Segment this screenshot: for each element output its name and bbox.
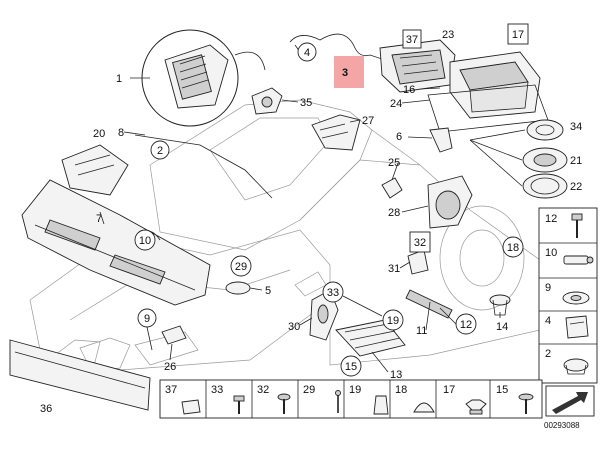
callout-26: 26 [164,361,176,373]
callout-28: 28 [388,207,400,219]
part-1-inset[interactable] [141,29,239,127]
part-22-ring[interactable] [522,173,568,199]
hex-nut-icon[interactable] [465,399,487,415]
callout-32: 32 [414,237,426,249]
flange-screw-icon[interactable] [518,393,534,414]
callout-31: 31 [388,263,400,275]
callout-17: 17 [512,29,524,41]
part-36-bumper[interactable] [9,339,151,411]
leader-lines [99,87,501,373]
part-8-strip[interactable] [134,134,273,199]
callout-labels: 37 17 32 2 4 10 29 9 33 19 15 12 18 1 3 … [40,23,582,415]
callout-1: 1 [116,73,122,85]
callout-2: 2 [157,145,163,157]
pin-icon[interactable] [335,390,341,414]
callout-18: 18 [507,242,519,254]
callout-15: 15 [345,361,357,373]
strip-label-32: 32 [257,384,269,396]
side-hardware-panel: 12 10 9 4 2 [538,207,598,384]
strip-label-37: 37 [165,384,177,396]
screw-icon[interactable] [277,393,291,414]
strip-label-33: 33 [211,384,223,396]
part-5-grommet[interactable] [225,281,251,295]
callout-12: 12 [460,319,472,331]
callout-20: 20 [93,128,105,140]
callout-25: 25 [388,157,400,169]
callout-8: 8 [118,127,124,139]
callout-37: 37 [406,34,418,46]
part-17-box[interactable] [449,51,541,119]
part-27[interactable] [311,114,361,151]
hose-connector-icon[interactable] [563,255,594,265]
callout-box-37 [402,29,422,49]
side-label-2: 2 [545,348,551,360]
callout-16: 16 [403,84,415,96]
callout-24: 24 [390,98,402,110]
strip-label-18: 18 [395,384,407,396]
part-28-cover[interactable] [427,175,473,229]
part-25[interactable] [381,177,403,199]
callout-5: 5 [265,285,271,297]
part-20[interactable] [61,144,129,196]
side-label-9: 9 [545,282,551,294]
callout-9: 9 [144,313,150,325]
callout-21: 21 [570,155,582,167]
callout-35: 35 [300,97,312,109]
part-7-cowl[interactable] [21,179,211,306]
part-6-bracket[interactable] [429,127,453,153]
part-34-cap[interactable] [526,119,564,141]
side-label-4: 4 [545,315,551,327]
callout-3: 3 [342,67,348,79]
callout-10: 10 [139,235,151,247]
callout-19: 19 [387,315,399,327]
grommet-icon[interactable] [562,291,590,305]
screw-icon[interactable] [571,213,583,238]
callout-33: 33 [327,287,339,299]
part-35[interactable] [251,87,283,115]
callout-22: 22 [570,181,582,193]
diagram-number: 00293088 [544,421,580,430]
side-label-12: 12 [545,213,557,225]
callout-6: 6 [396,131,402,143]
part-26[interactable] [161,325,187,345]
part-31[interactable] [407,249,429,275]
callout-36: 36 [40,403,52,415]
direction-arrow-icon [545,385,595,417]
strip-label-29: 29 [303,384,315,396]
callout-box-17 [507,23,529,45]
leaders-rings [469,129,526,187]
part-3-cable[interactable] [289,33,386,61]
callout-34: 34 [570,121,582,133]
part-21-ring[interactable] [522,147,568,173]
callout-30: 30 [288,321,300,333]
callout-13: 13 [390,369,402,381]
part-11-strip[interactable] [405,289,453,319]
clip-icon[interactable] [565,315,589,339]
part-3-highlight[interactable] [334,56,364,88]
callout-27: 27 [362,115,374,127]
callout-11: 11 [416,325,427,337]
bottom-hardware-strip: 37 33 32 29 19 18 17 15 [159,379,543,419]
part-23-tray[interactable] [379,39,456,93]
strip-label-15: 15 [496,384,508,396]
bolt-icon[interactable] [233,395,245,414]
callout-23: 23 [442,29,454,41]
callout-29: 29 [235,261,247,273]
nut-clip-icon[interactable] [181,399,201,415]
strip-label-19: 19 [349,384,361,396]
callout-4: 4 [304,47,310,59]
inset-leader [234,51,266,71]
cap-nut-icon[interactable] [563,358,589,375]
callout-14: 14 [496,321,508,333]
callout-7: 7 [96,213,102,225]
plug-icon[interactable] [413,402,435,413]
rivet-icon[interactable] [373,395,389,415]
side-label-10: 10 [545,247,557,259]
strip-label-17: 17 [443,384,455,396]
